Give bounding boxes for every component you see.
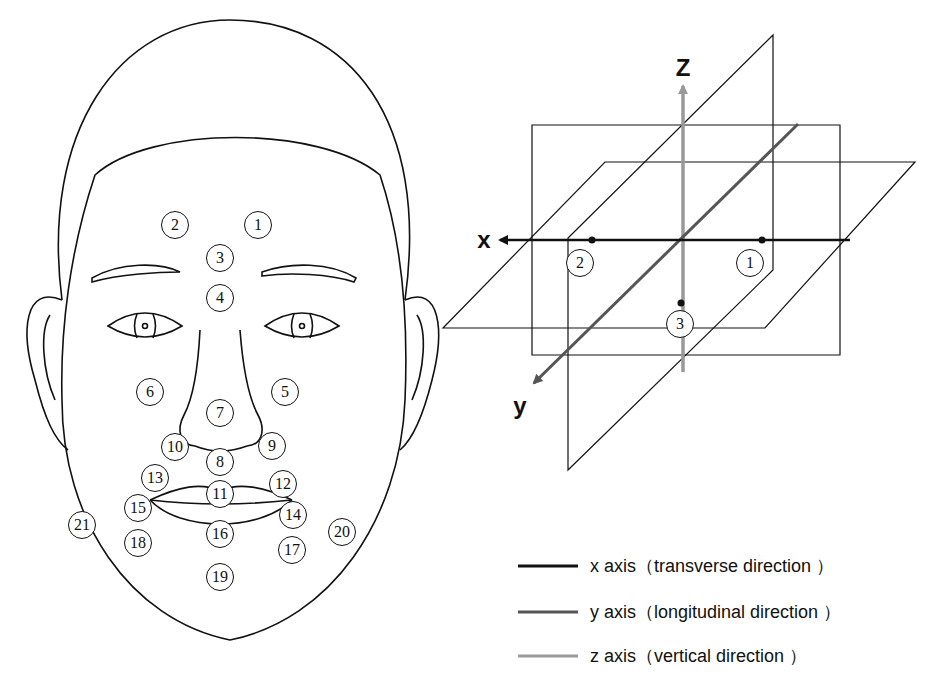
callout-number: 7 <box>216 405 224 421</box>
callout-number: 15 <box>130 500 146 516</box>
axis-letter: x <box>477 228 490 252</box>
legend-line <box>518 565 578 568</box>
legend-samples <box>518 566 578 656</box>
callout-circle: 15 <box>124 494 152 522</box>
callout-number: 10 <box>167 439 183 455</box>
callout-circle: 11 <box>206 480 234 508</box>
callout-number: 20 <box>334 524 350 540</box>
callout-number: 14 <box>285 507 301 523</box>
callout-circle: 2 <box>566 249 594 277</box>
callout-number: 2 <box>576 255 584 271</box>
callout-circle: 13 <box>141 464 169 492</box>
callout-circle: 5 <box>271 378 299 406</box>
callout-circle: 6 <box>136 378 164 406</box>
legend-line <box>518 655 578 658</box>
callout-number: 2 <box>171 217 179 233</box>
callout-circle: 18 <box>124 529 152 557</box>
face-drawing <box>27 20 438 640</box>
callout-number: 1 <box>746 255 754 271</box>
callout-number: 6 <box>146 384 154 400</box>
callout-circle: 8 <box>206 448 234 476</box>
legend-text: z axis（vertical direction ） <box>590 647 807 665</box>
callout-number: 17 <box>284 542 300 558</box>
callout-circle: 21 <box>68 511 96 539</box>
callout-circle: 1 <box>244 211 272 239</box>
callout-number: 8 <box>216 454 224 470</box>
callout-circle: 10 <box>161 433 189 461</box>
callout-number: 9 <box>268 438 276 454</box>
callout-number: 1 <box>254 217 262 233</box>
axis-letter: y <box>513 394 526 418</box>
callout-number: 3 <box>216 250 224 266</box>
callout-number: 18 <box>130 535 146 551</box>
callout-circle: 7 <box>206 399 234 427</box>
callout-circle: 3 <box>666 310 694 338</box>
callout-number: 3 <box>676 316 684 332</box>
legend-line <box>518 611 578 614</box>
callout-number: 11 <box>212 486 227 502</box>
legend-text: y axis（longitudinal direction ） <box>590 603 841 621</box>
callout-circle: 19 <box>206 563 234 591</box>
callout-circle: 2 <box>161 211 189 239</box>
callout-circle: 12 <box>269 470 297 498</box>
callout-circle: 3 <box>206 244 234 272</box>
callout-number: 5 <box>281 384 289 400</box>
callout-circle: 20 <box>328 518 356 546</box>
callout-circle: 9 <box>258 432 286 460</box>
callout-circle: 17 <box>278 536 306 564</box>
callout-number: 12 <box>275 476 291 492</box>
axes-drawing <box>443 35 915 470</box>
callout-number: 19 <box>212 569 228 585</box>
legend-text: x axis（transverse direction ） <box>590 557 834 575</box>
callout-number: 16 <box>212 526 228 542</box>
axis-letter: Z <box>676 56 691 80</box>
callout-circle: 1 <box>736 249 764 277</box>
callout-number: 21 <box>74 517 90 533</box>
callout-circle: 4 <box>206 284 234 312</box>
callout-number: 13 <box>147 470 163 486</box>
callout-circle: 14 <box>279 501 307 529</box>
callout-number: 4 <box>216 290 224 306</box>
callout-circle: 16 <box>206 520 234 548</box>
